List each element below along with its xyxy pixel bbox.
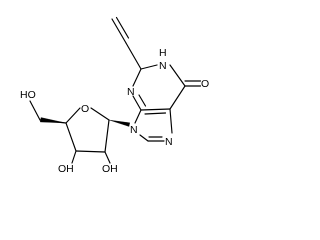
atom-label-n7: N	[165, 136, 173, 148]
atom-label-n3: N	[127, 86, 135, 98]
bond-n3-c2	[132, 68, 142, 87]
atom-label-o5p: HO	[20, 89, 36, 101]
atom-label-o4p: O	[81, 103, 89, 115]
bond-vinyl-double-a	[111, 18, 127, 44]
atom-label-o6: O	[201, 78, 209, 90]
bond-c4-n3	[132, 95, 142, 111]
bond-c5-c4	[140, 108, 171, 111]
atom-label-o2p: OH	[102, 163, 118, 175]
bond-n9-c8	[139, 134, 149, 142]
bond-c4-n9	[134, 109, 142, 124]
atom-label-n9: N	[130, 124, 138, 136]
bond-c2p-c1p	[104, 119, 110, 153]
bond-c6-c5	[169, 85, 186, 110]
bond-n7-c5	[169, 108, 173, 134]
bond-c4p-c3p	[65, 122, 77, 152]
bond-vinyl-c2	[125, 42, 142, 70]
bond-vinyl-double-b	[115, 16, 130, 39]
bond-c3p-c2p	[75, 150, 106, 153]
bond-c5-c4-inner	[144, 112, 167, 115]
atom-label-n1: N	[159, 60, 167, 72]
bond-c2-n1	[140, 64, 158, 70]
bond-c3p-o3p	[71, 150, 77, 164]
bond-n1-c6	[169, 64, 186, 87]
wedge-c4p-c5p	[40, 117, 67, 124]
bond-o4p-c4p	[65, 107, 81, 124]
bond-c5p-o5p	[29, 100, 41, 121]
atom-label-n1-h: H	[159, 47, 167, 59]
bond-c1p-o4p	[90, 107, 110, 121]
atom-label-o3p: OH	[58, 163, 74, 175]
bond-c2p-o2p	[104, 151, 111, 164]
wedge-c1p-n9	[108, 119, 130, 127]
chemical-structure: O H N N N N O HO OH OH	[20, 16, 209, 175]
bond-c4-n3-inner	[138, 94, 147, 107]
